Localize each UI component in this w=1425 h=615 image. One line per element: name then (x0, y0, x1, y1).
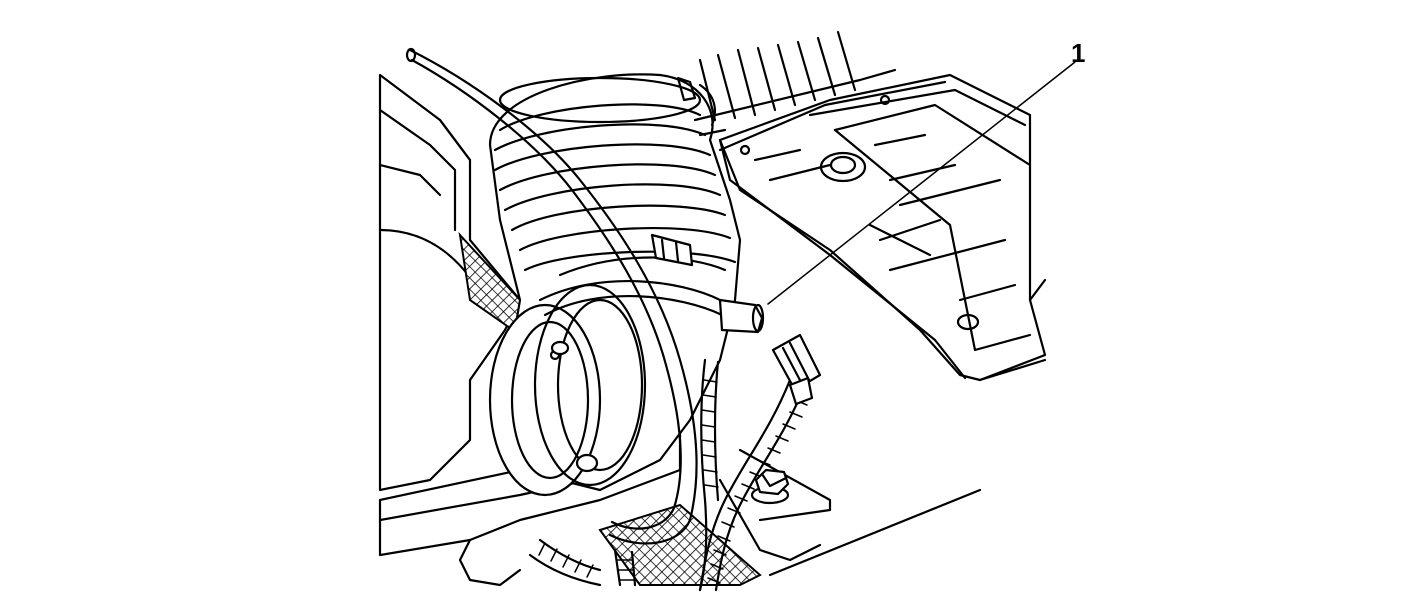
electrical-connector (771, 333, 822, 406)
callout-leader-line (767, 61, 1076, 305)
throttle-body-flange (488, 283, 647, 497)
wiring-harness (528, 358, 808, 592)
air-cleaner-housing (378, 73, 522, 492)
cooling-fins (693, 30, 897, 137)
vacuum-hose (405, 47, 698, 545)
duct-clamp (538, 233, 727, 317)
vacuum-fitting (718, 298, 765, 334)
engine-cover (718, 73, 1047, 382)
callout-number: 1 (1071, 38, 1086, 68)
mounting-bolt (750, 468, 790, 505)
